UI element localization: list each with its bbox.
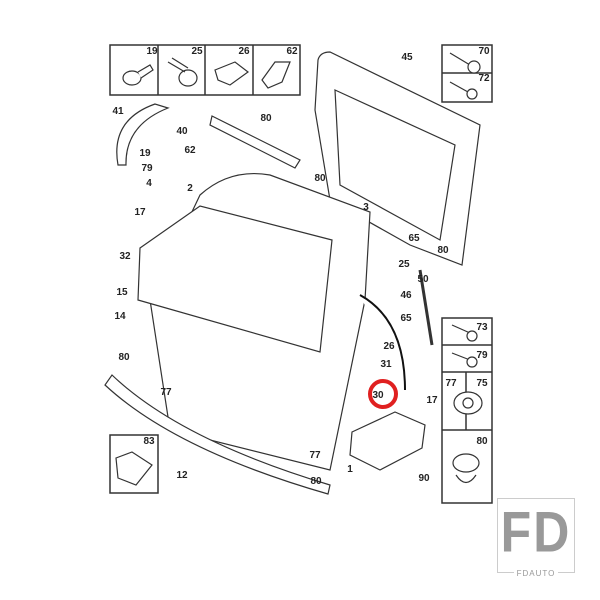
callout-77: 77 (309, 450, 321, 461)
callout-12: 12 (176, 470, 188, 481)
callout-80: 80 (310, 476, 322, 487)
callout-19: 19 (139, 148, 151, 159)
callout-75: 75 (476, 378, 488, 389)
fdauto-logo: FD FDAUTO (497, 498, 575, 578)
callout-46: 46 (400, 290, 412, 301)
callout-45: 45 (401, 52, 413, 63)
callout-17: 17 (426, 395, 438, 406)
callout-77: 77 (445, 378, 457, 389)
callout-65: 65 (400, 313, 412, 324)
callout-62: 62 (286, 46, 298, 57)
callout-79: 79 (476, 350, 488, 361)
callout-40: 40 (176, 126, 188, 137)
callout-65: 65 (408, 233, 420, 244)
callout-31: 31 (380, 359, 392, 370)
callout-72: 72 (478, 73, 490, 84)
logo-name: FDAUTO (513, 569, 559, 578)
callout-14: 14 (114, 311, 126, 322)
callout-90: 90 (418, 473, 430, 484)
callout-30: 30 (372, 390, 384, 401)
callout-17: 17 (134, 207, 146, 218)
callout-62: 62 (184, 145, 196, 156)
callout-2: 2 (187, 183, 193, 194)
callout-4: 4 (146, 178, 152, 189)
callout-25: 25 (191, 46, 203, 57)
part-boxes (109, 44, 493, 504)
callout-26: 26 (238, 46, 250, 57)
highlight-circle (368, 379, 398, 409)
callout-83: 83 (143, 436, 155, 447)
callout-77: 77 (160, 387, 172, 398)
callout-41: 41 (112, 106, 124, 117)
callout-50: 50 (417, 274, 429, 285)
callout-80: 80 (260, 113, 272, 124)
callout-32: 32 (119, 251, 131, 262)
callout-79: 79 (141, 163, 153, 174)
parts (104, 51, 483, 495)
callout-70: 70 (478, 46, 490, 57)
callout-80: 80 (314, 173, 326, 184)
callout-73: 73 (476, 322, 488, 333)
callout-80: 80 (118, 352, 130, 363)
callout-80: 80 (476, 436, 488, 447)
callout-19: 19 (146, 46, 158, 57)
callout-15: 15 (116, 287, 128, 298)
logo-mark: FD (500, 499, 572, 565)
callout-3: 3 (363, 202, 369, 213)
callout-1: 1 (347, 464, 353, 475)
callout-80: 80 (437, 245, 449, 256)
callout-25: 25 (398, 259, 410, 270)
callout-26: 26 (383, 341, 395, 352)
